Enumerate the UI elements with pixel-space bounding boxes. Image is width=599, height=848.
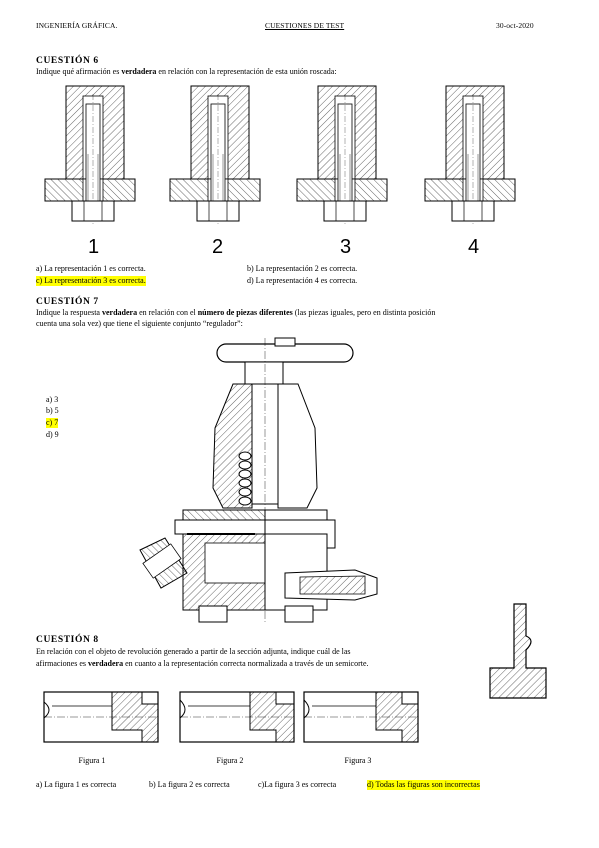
q8-figure-2-caption: Figura 2 (216, 756, 244, 765)
q7-title: CUESTIÓN 7 (36, 297, 99, 307)
q8-option-d: d) Todas las figuras son incorrectas (367, 780, 480, 790)
q8-figure-3-caption: Figura 3 (344, 756, 372, 765)
q8-figure-1-caption: Figura 1 (78, 756, 106, 765)
bolt-drawing-4 (424, 85, 516, 224)
q6-figure-number-2: 2 (212, 236, 224, 258)
q8-prompt-line1: En relación con el objeto de revolución … (36, 647, 351, 656)
q6-option-d: d) La representación 4 es correcta. (247, 276, 358, 285)
q6-option-b: b) La representación 2 es correcta. (247, 264, 358, 273)
q8-option-c: c)La figura 3 es correcta (258, 780, 337, 789)
q7-option-c: c) 7 (46, 418, 59, 428)
bolt-drawing-1 (44, 85, 136, 224)
q8-section-profile (489, 603, 547, 699)
q6-title: CUESTIÓN 6 (36, 56, 99, 66)
q7-option-d: d) 9 (46, 430, 59, 439)
q6-option-c: c) La representación 3 es correcta. (36, 276, 146, 286)
q8-figure-1-drawing (43, 691, 159, 743)
q6-figure-number-3: 3 (340, 236, 352, 258)
q7-prompt-line2: cuenta una sola vez) que tiene el siguie… (36, 319, 243, 328)
q6-prompt: Indique qué afirmación es verdadera en r… (36, 67, 337, 76)
regulator-assembly-drawing (139, 337, 378, 623)
q8-option-a: a) La figura 1 es correcta (36, 780, 117, 789)
bolt-drawing-3 (296, 85, 388, 224)
q6-option-a: a) La representación 1 es correcta. (36, 264, 146, 273)
header-date: 30-oct-2020 (496, 21, 534, 30)
q6-figure-number-1: 1 (88, 236, 100, 258)
q8-option-b: b) La figura 2 es correcta (149, 780, 230, 789)
header-title: CUESTIONES DE TEST (265, 21, 345, 30)
q8-figure-2-drawing (179, 691, 295, 743)
q6-figure-number-4: 4 (468, 236, 480, 258)
bolt-drawing-2 (169, 85, 261, 224)
q7-option-b: b) 5 (46, 406, 59, 415)
q8-title: CUESTIÓN 8 (36, 635, 99, 645)
q7-option-a: a) 3 (46, 395, 59, 404)
q8-prompt-line2: afirmaciones es verdadera en cuanto a la… (36, 659, 369, 668)
header-course: INGENIERÍA GRÁFICA. (36, 21, 118, 30)
q7-prompt: Indique la respuesta verdadera en relaci… (36, 308, 436, 317)
q8-figure-3-drawing (303, 691, 419, 743)
